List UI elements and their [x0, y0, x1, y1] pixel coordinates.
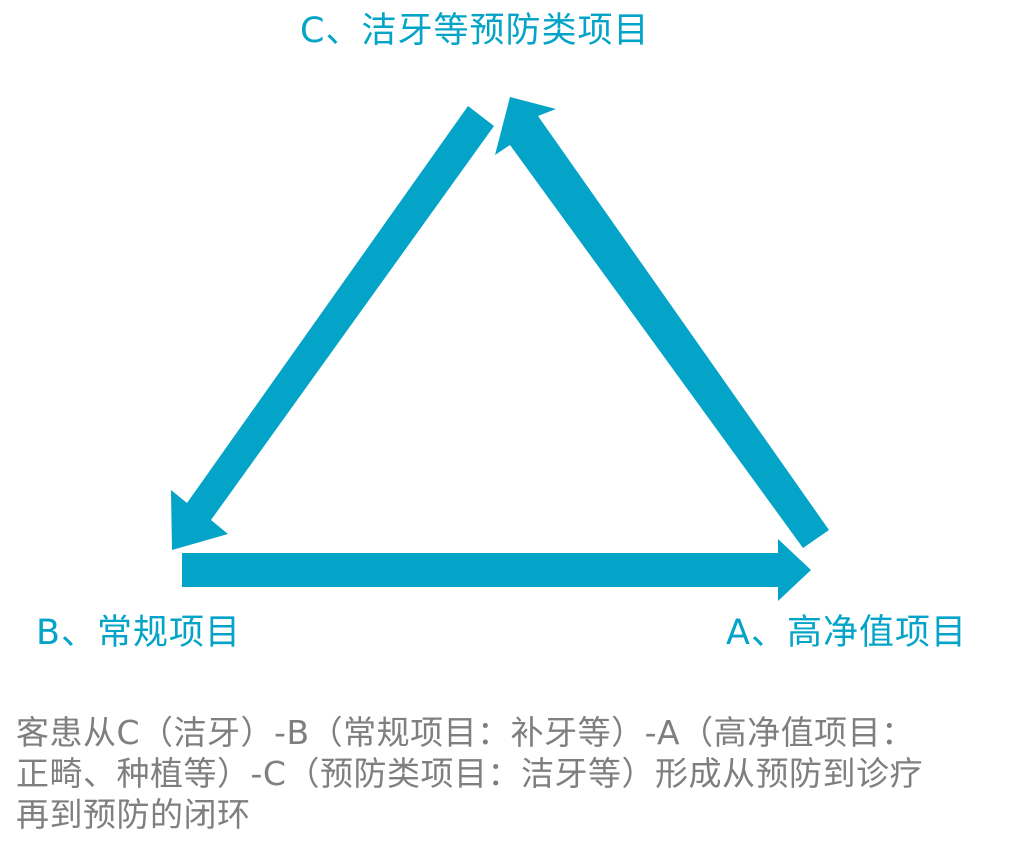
arrow-b-to-a	[182, 539, 811, 601]
node-b-label: B、常规项目	[36, 613, 242, 653]
caption-line: 正畸、种植等）-C（预防类项目：洁牙等）形成从预防到诊疗	[16, 754, 923, 793]
node-c-label: C、洁牙等预防类项目	[300, 11, 650, 51]
arrow-c-to-b	[171, 106, 494, 550]
caption-line: 再到预防的闭环	[16, 795, 251, 834]
arrow-a-to-c	[495, 97, 829, 548]
caption-line: 客患从C（洁牙）-B（常规项目：补牙等）-A（高净值项目：	[16, 713, 915, 752]
node-a-label: A、高净值项目	[726, 613, 967, 653]
caption: 客患从C（洁牙）-B（常规项目：补牙等）-A（高净值项目： 正畸、种植等）-C（…	[16, 712, 1026, 835]
